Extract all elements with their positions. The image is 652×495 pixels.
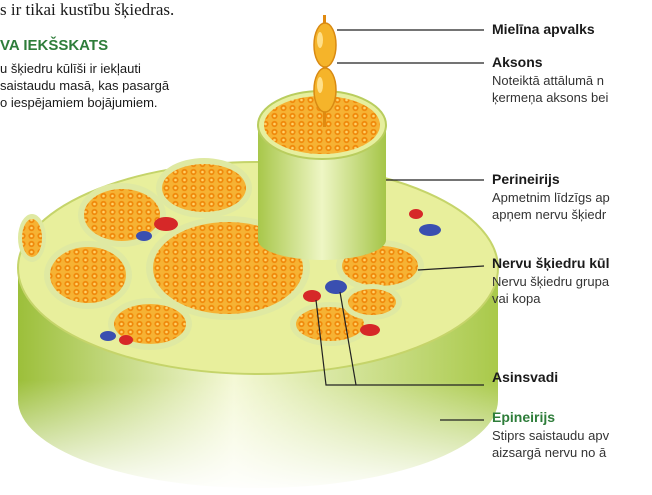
label-asinsvadi-title: Asinsvadi [492, 369, 558, 385]
label-epineirijs-line-1: Stiprs saistaudu apv [492, 427, 609, 444]
label-aksons-line-2: ķermeņa aksons bei [492, 89, 608, 106]
label-mielina-title: Mielīna apvalks [492, 21, 595, 37]
label-perineirijs-line-2: apņem nervu šķiedr [492, 206, 606, 223]
intro-body-line-2: saistaudu masā, kas pasargā [0, 77, 169, 94]
label-perineirijs-line-1: Apmetnim līdzīgs ap [492, 189, 610, 206]
intro-body-line-3: o iespējamiem bojājumiem. [0, 94, 158, 111]
label-aksons-title: Aksons [492, 54, 543, 70]
label-aksons-line-1: Noteiktā attālumā n [492, 72, 604, 89]
label-kulitis-line-2: vai kopa [492, 290, 540, 307]
label-perineirijs-title: Perineirijs [492, 171, 560, 187]
label-epineirijs-line-2: aizsargā nervu no ā [492, 444, 606, 461]
label-epineirijs-title: Epineirijs [492, 409, 555, 425]
label-kulitis-title: Nervu šķiedru kūl [492, 255, 610, 271]
intro-heading: VA IEKŠSKATS [0, 37, 108, 54]
label-kulitis-line-1: Nervu šķiedru grupa [492, 273, 609, 290]
intro-body-line-1: u šķiedru kūlīši ir iekļauti [0, 60, 141, 77]
intro-top-line: s ir tikai kustību šķiedras. [0, 0, 174, 20]
